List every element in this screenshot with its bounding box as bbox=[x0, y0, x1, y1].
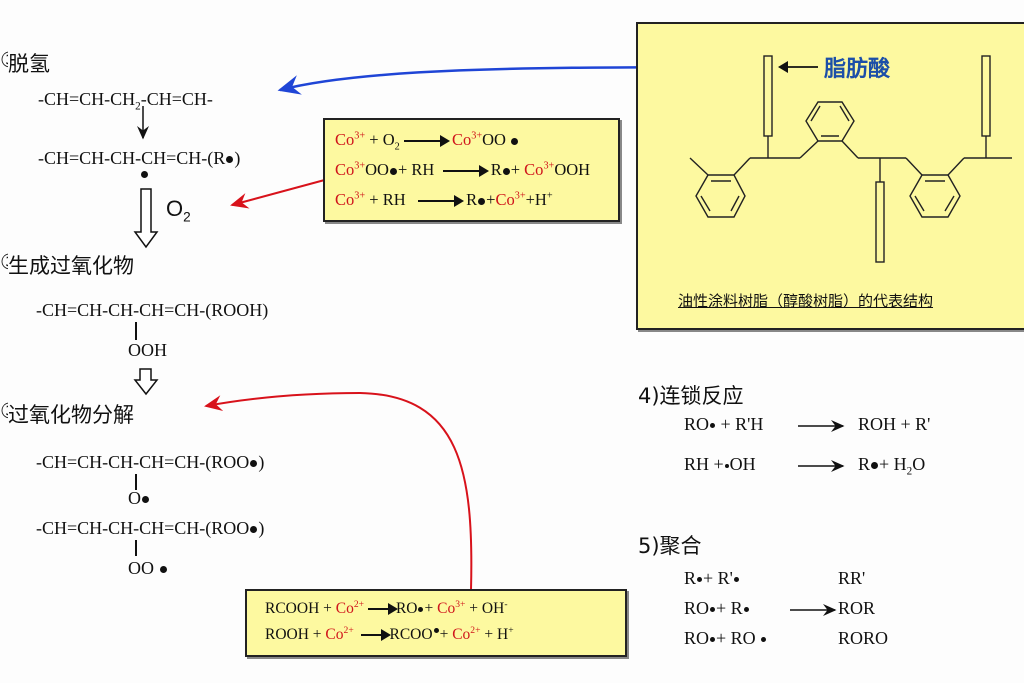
step1-title: ③脱氢 bbox=[0, 48, 50, 76]
step5-row-3: RO+ RO bbox=[684, 628, 767, 649]
step3-line1: -CH=CH-CH-CH=CH-(ROO) bbox=[36, 452, 265, 472]
fatty-acid-label: 脂肪酸 bbox=[824, 57, 891, 82]
step5-product-3: RORO bbox=[838, 628, 889, 648]
resin-caption: 油性涂料树脂（醇酸树脂）的代表结构 bbox=[678, 292, 934, 310]
step5-product-2: ROR bbox=[838, 598, 876, 618]
step3-line2-branch: OO bbox=[128, 558, 168, 579]
step3-line1-branch: O bbox=[128, 488, 150, 509]
step5-row-1: R+ R' bbox=[684, 568, 740, 589]
fatty-acid-chain bbox=[763, 55, 773, 137]
step4-eq1-left: RO + R'H bbox=[684, 414, 764, 434]
step3-title: ③过氧化物分解 bbox=[0, 399, 134, 427]
benzene-ring bbox=[805, 101, 855, 142]
step4-eq2-right: R+ H2O bbox=[858, 454, 926, 478]
step4-eq2-left: RH +OH bbox=[684, 454, 756, 474]
bond-line bbox=[135, 540, 137, 556]
step3-line2: -CH=CH-CH-CH=CH-(ROO) bbox=[36, 518, 265, 538]
cobalt-eq-2: Co3+OO+ RH R+ Co3+OOH bbox=[335, 160, 591, 179]
alkyd-resin-structure bbox=[689, 55, 1012, 263]
hollow-down-arrow-1 bbox=[133, 188, 159, 249]
step5-title: 5)聚合 bbox=[638, 534, 702, 558]
step1-radical-product: -CH=CH-CH-CH=CH-(R) bbox=[38, 148, 241, 168]
step5-product-1: RR' bbox=[838, 568, 866, 588]
step5-row-2: RO+ R bbox=[684, 598, 750, 619]
fatty-acid-chain bbox=[875, 181, 885, 263]
red-arrow-cobalt-to-o2 bbox=[230, 177, 333, 209]
oxygen-reagent: O2 bbox=[166, 196, 191, 225]
step4-eq1-right: ROH + R' bbox=[858, 414, 931, 434]
alkyd-resin-structure-box: 脂肪酸 油性涂料树脂（醇酸树脂）的代表结构 bbox=[636, 22, 1024, 330]
hollow-down-arrow-2 bbox=[133, 368, 159, 396]
step2-title: ③生成过氧化物 bbox=[0, 250, 134, 278]
cobalt-decomp-eq-1: RCOOH + Co2+ RO+ Co3+ + OH- bbox=[265, 598, 508, 617]
step1-reactant: -CH=CH-CH2-CH=CH- bbox=[38, 89, 213, 113]
cobalt-catalysis-box-2: RCOOH + Co2+ RO+ Co3+ + OH- ROOH + Co2+ … bbox=[245, 589, 627, 657]
radical-dot bbox=[141, 171, 148, 178]
step2-peroxide: -CH=CH-CH-CH=CH-(ROOH) bbox=[36, 300, 269, 320]
red-curved-arrow-decomposition bbox=[204, 391, 473, 591]
cobalt-catalysis-box-1: Co3+ + O2 Co3+OO Co3+OO+ RH R+ Co3+OOH C… bbox=[323, 118, 620, 222]
fatty-acid-chain bbox=[981, 55, 991, 137]
step2-branch: OOH bbox=[128, 340, 167, 360]
bond-line bbox=[135, 322, 137, 340]
bond-line bbox=[135, 474, 137, 490]
cobalt-decomp-eq-2: ROOH + Co2+ RCOO+ Co2+ + H+ bbox=[265, 624, 514, 643]
cobalt-eq-3: Co3+ + RH R+Co3++H+ bbox=[335, 190, 553, 209]
step4-title: 4)连锁反应 bbox=[638, 384, 744, 408]
cobalt-eq-1: Co3+ + O2 Co3+OO bbox=[335, 130, 519, 152]
